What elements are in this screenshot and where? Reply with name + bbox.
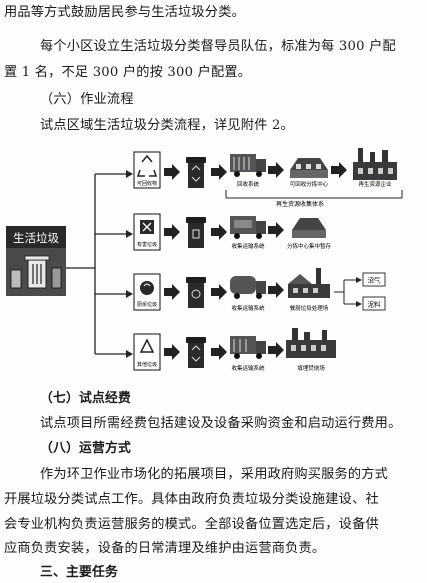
bin-icon [186, 217, 206, 248]
section-heading-3: 三、主要任务 [40, 565, 118, 580]
bin-label: 可回收物 [137, 180, 157, 187]
other-waste-sign: 其他垃圾 [133, 333, 161, 371]
arrow-icon [164, 344, 180, 360]
output-label: 沼气 [368, 276, 382, 285]
arrow-icon [331, 162, 347, 178]
paragraph-line: 作为环卫作业市场化的拓展项目，采用政府购买服务的方式 [40, 467, 389, 482]
arrow-icon [268, 162, 284, 178]
bin-icon [186, 277, 206, 308]
arrow-icon [211, 284, 227, 300]
arrow-icon [268, 282, 284, 298]
truck-icon [230, 276, 266, 299]
flow-row-other: 其他垃圾 收集运输系统 [133, 328, 336, 372]
paragraph-line: 试点项目所需经费包括建设及设备采购资金和启动运行费用。 [40, 416, 402, 431]
stage2-label: 填埋焚烧场 [297, 364, 325, 372]
source-label: 生活垃圾 [13, 231, 59, 245]
sorting-center-icon [290, 158, 328, 178]
truck-icon [230, 154, 266, 177]
bin-label: 其他垃圾 [137, 361, 157, 368]
truck-icon [230, 336, 266, 359]
bin-label: 厨余垃圾 [137, 301, 157, 308]
section-heading-7: （七）试点经费 [40, 391, 131, 406]
flow-row-kitchen: 厨余垃圾 收集运输系统 [133, 268, 386, 312]
stage2-label: 可回收分拣中心 [290, 180, 329, 188]
landfill-incinerator-icon [286, 328, 336, 358]
bin-icon [186, 157, 206, 188]
paragraph-line: 开展垃圾分类试点工作。具体由政府负责垃圾分类设施建设、社 [4, 492, 379, 507]
kitchen-sign: 厨余垃圾 [133, 273, 161, 311]
food-icon [140, 281, 154, 295]
stage3-label: 再生资源企业 [358, 180, 392, 188]
stage1-label: 回收系统 [237, 180, 260, 188]
bin-label: 有害垃圾 [137, 241, 157, 248]
recyclable-sign: 可回收物 [133, 151, 161, 189]
paragraph-line: 每个小区设立生活垃圾分类督导员队伍，标准为每 300 户配 [40, 39, 396, 54]
paragraph-line: 会专业机构负责运营服务的模式。全部设备位置选定后，设备供 [4, 517, 379, 532]
treatment-plant-icon [288, 268, 330, 298]
paragraph-line: 应商负责安装，设备的日常清理及维护由运营商负责。 [4, 541, 326, 556]
other-waste-icon [139, 338, 155, 353]
factory-icon [353, 148, 397, 180]
recycle-icon [136, 154, 158, 177]
stage2-label: 分拣中心集中暂存 [287, 242, 332, 250]
source-block: 生活垃圾 [6, 226, 95, 296]
truck-icon [230, 216, 266, 239]
section-heading-8: （八）运营方式 [40, 441, 131, 456]
arrow-icon [164, 284, 180, 300]
paragraph-line: 试点区域生活垃圾分类流程，详见附件 2。 [40, 118, 294, 133]
arrow-icon [211, 344, 227, 360]
storage-icon [292, 218, 326, 238]
waste-sorting-flow-diagram: 生活垃圾 [6, 148, 403, 372]
paragraph-line: 用品等方式鼓励居民参与生活垃圾分类。 [4, 5, 245, 20]
arrow-icon [164, 224, 180, 240]
output-label: 泥料 [368, 300, 382, 309]
arrow-icon [211, 224, 227, 240]
flow-row-recyclable: 可回收物 回收系统 [133, 148, 403, 208]
stage1-label: 收集运输系统 [231, 364, 265, 372]
branch-connectors [94, 170, 133, 358]
flow-row-hazardous: 有害垃圾 收集运输系统 分拣中心集中暂存 [133, 213, 332, 251]
bin-icon [186, 337, 206, 368]
paragraph-line: 置 1 名，不足 300 户的按 300 户配置。 [4, 65, 252, 80]
arrow-icon [268, 222, 284, 238]
trash-can-icon [10, 255, 62, 289]
arrow-icon [164, 164, 180, 180]
stage1-label: 收集运输系统 [231, 304, 265, 312]
stage2-label: 餐厨垃圾处理场 [290, 304, 329, 312]
section-heading-6: （六）作业流程 [40, 92, 134, 107]
hazardous-sign: 有害垃圾 [133, 213, 161, 251]
arrow-icon [268, 342, 284, 358]
arrow-icon [211, 164, 227, 180]
system-label: 再生资源收集体系 [276, 200, 324, 208]
stage1-label: 收集运输系统 [231, 242, 265, 250]
